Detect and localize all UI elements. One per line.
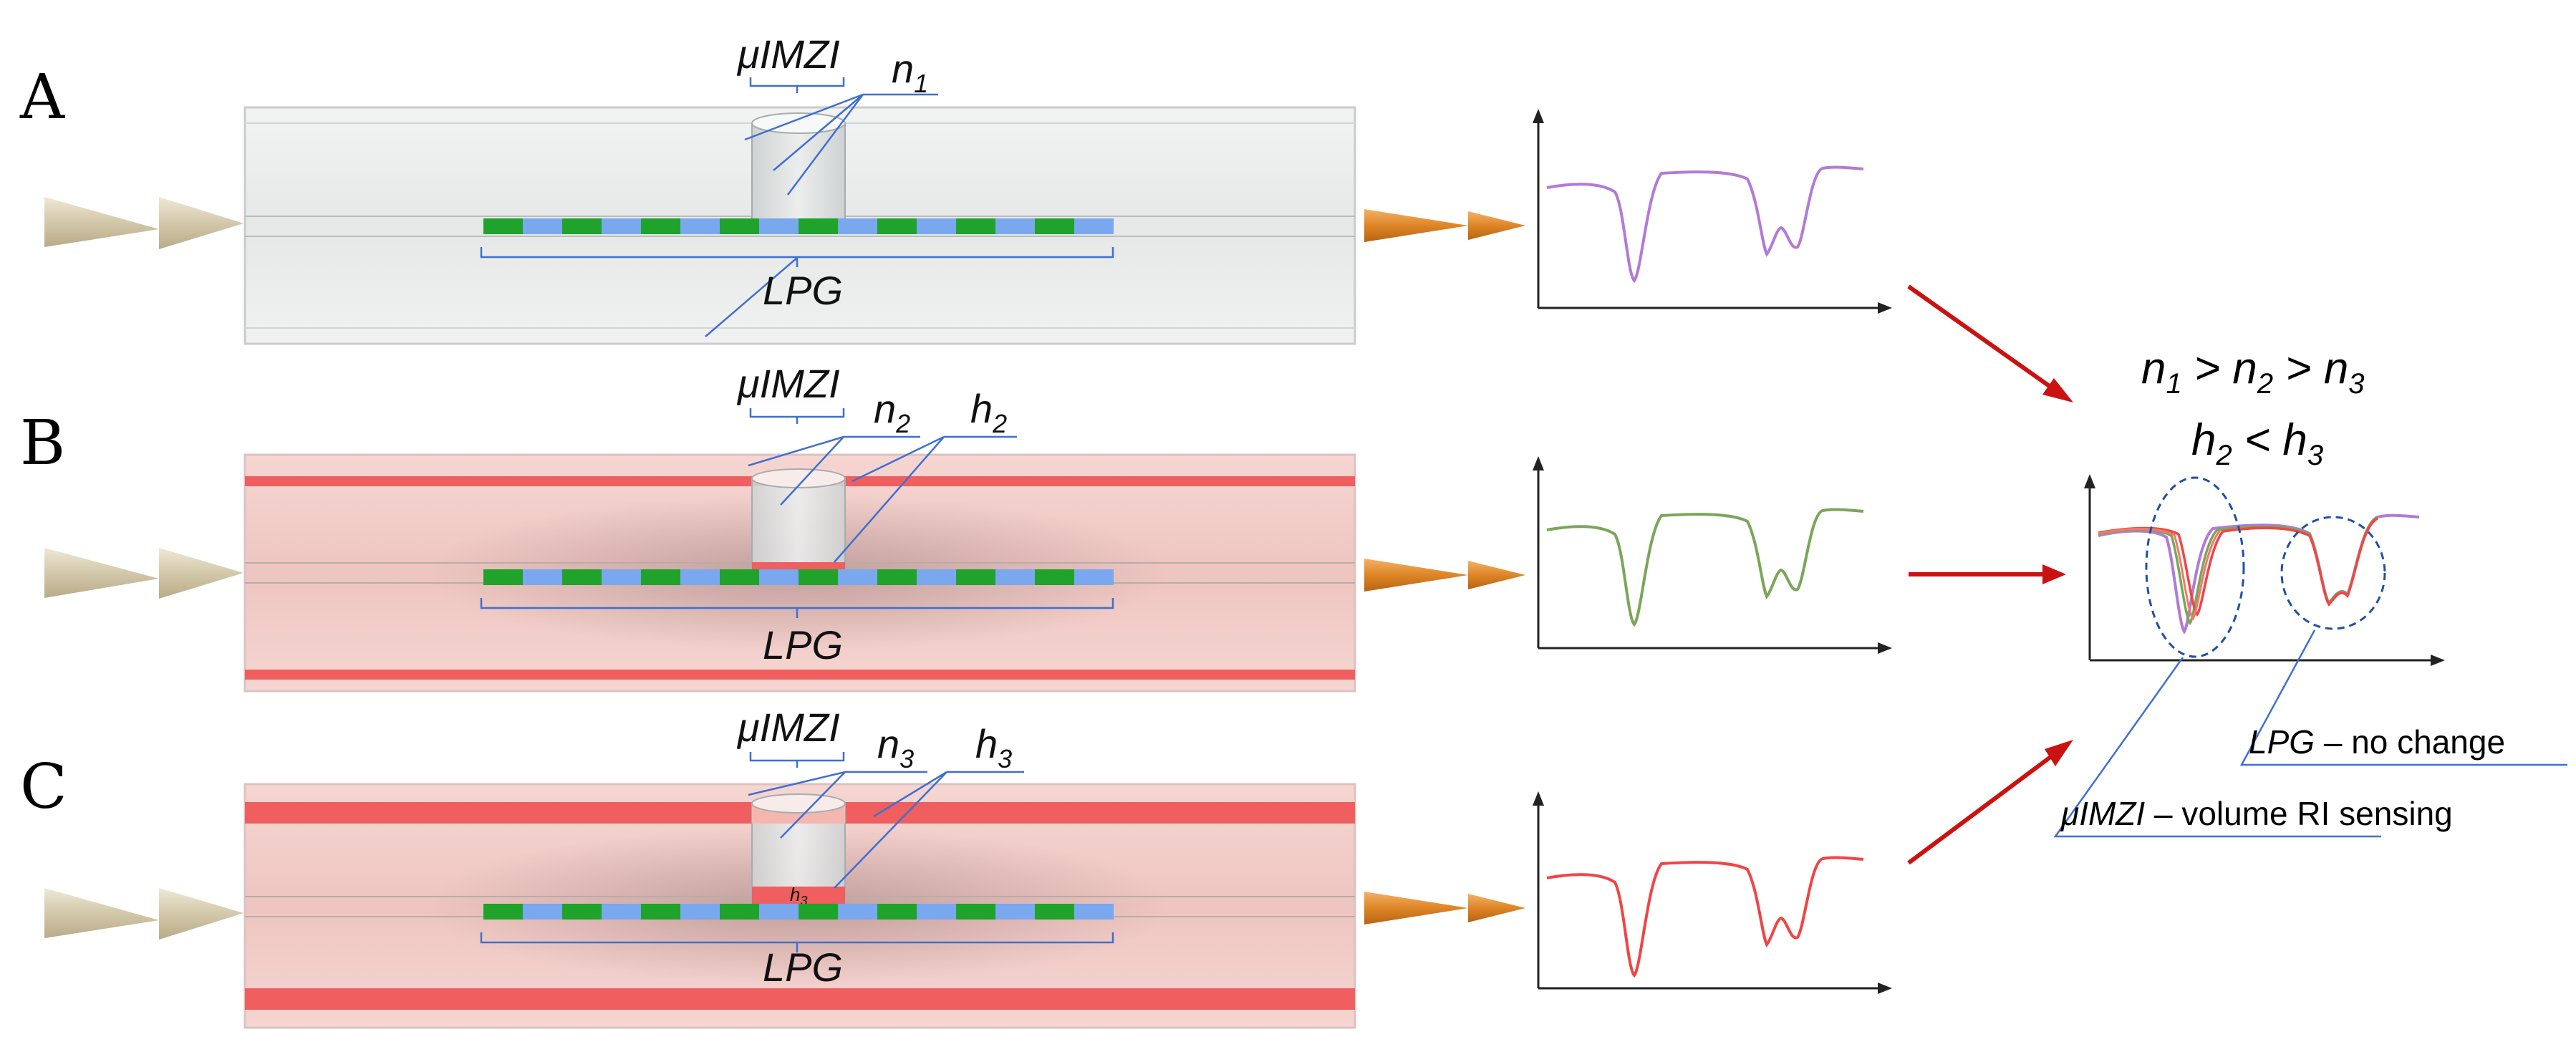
panel-b-spectrum-curve (1546, 508, 1864, 627)
panel-a-mizi-label: μIMZI (736, 32, 840, 77)
mizi-note: μIMZI – volume RI sensing (2053, 657, 2453, 838)
lpg-note: LPG – no change (2239, 629, 2567, 766)
combined-curve-red (2098, 517, 2378, 617)
panel-b-cavity (751, 468, 846, 571)
panel-c-cavity: h3 (751, 793, 846, 908)
panel-c-overlay-layer (752, 887, 845, 904)
panel-c-grating (483, 904, 1114, 920)
combined-spectrum (2084, 474, 2445, 666)
panel-c-h-label: h3 (975, 721, 1012, 773)
panel-c-mizi-label: μIMZI (736, 705, 840, 750)
panel-b-letter: B (20, 407, 65, 479)
mizi-note-italic: μIMZI (2060, 795, 2145, 832)
panel-c-input-arrow (44, 888, 243, 940)
panel-b-spectrum (1533, 456, 1892, 654)
panel-c-h-inner-label: h3 (790, 884, 807, 908)
red-arrows (1907, 284, 2073, 865)
panel-a-output-arrow (1364, 209, 1525, 242)
svg-text:μIMZI – volume RI sensing: μIMZI – volume RI sensing (2060, 795, 2453, 832)
panel-c-n-label: n3 (877, 721, 914, 773)
mizi-note-rest: – volume RI sensing (2145, 795, 2453, 832)
panel-c-annotations: μIMZI n3 h3 LPG (480, 705, 1114, 990)
mizi-dip-ellipse (2145, 476, 2245, 658)
panel-c-output-arrow (1364, 892, 1525, 925)
panel-a-spectrum-curve (1546, 165, 1864, 284)
combined-curve-orange (2098, 528, 2222, 621)
panel-a-letter: A (19, 62, 65, 133)
panel-c-spectrum-curve (1546, 856, 1864, 978)
svg-text:LPG – no change: LPG – no change (2249, 723, 2505, 761)
combined-curve-purple (2098, 513, 2420, 634)
lpg-note-italic: LPG (2249, 723, 2315, 761)
panel-b-lpg-label: LPG (763, 622, 843, 667)
panel-a: A (19, 32, 1892, 345)
panel-a-grating (483, 218, 1114, 234)
panel-b-annotations: μIMZI n2 h2 LPG (480, 361, 1114, 667)
result-section: n1 > n2 > n3 h2 < h3 LPG – no change μIM… (1907, 284, 2567, 865)
panel-b-overlay-layer (752, 562, 845, 569)
lpg-note-rest: – no change (2315, 723, 2505, 761)
relation-h: h2 < h3 (2191, 415, 2323, 471)
panel-a-input-arrow (44, 197, 243, 249)
panel-b-input-arrow (44, 548, 243, 599)
panel-c-lpg-label: LPG (763, 945, 843, 990)
panel-a-cavity (751, 112, 846, 224)
panel-a-lpg-label: LPG (763, 268, 843, 313)
relation-n: n1 > n2 > n3 (2141, 344, 2365, 400)
panel-a-n-label: n1 (892, 46, 928, 98)
panel-b: B (20, 361, 1892, 693)
panel-b-output-arrow (1364, 559, 1525, 592)
panel-c-letter: C (20, 751, 67, 823)
panel-b-n-label: n2 (874, 386, 910, 438)
lpg-dip-ellipse (2280, 516, 2386, 630)
panel-b-h-label: h2 (970, 386, 1007, 438)
panel-c-spectrum (1533, 791, 1892, 994)
panel-b-grating (483, 569, 1114, 585)
panel-c: C h3 (20, 705, 1892, 1029)
panel-b-mizi-label: μIMZI (736, 361, 840, 406)
panel-a-annotations: μIMZI n1 LPG (480, 32, 1114, 337)
panel-a-spectrum (1533, 109, 1892, 314)
